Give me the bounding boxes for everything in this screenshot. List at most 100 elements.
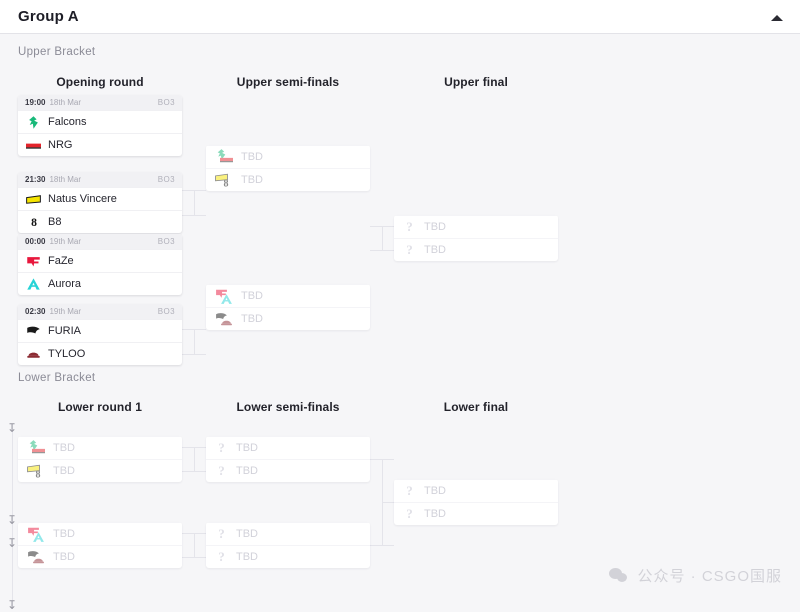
aurora-logo [31,530,45,544]
team-row[interactable]: ? TBD [206,522,370,545]
match-card[interactable]: ? TBD ? TBD [206,436,370,482]
match-card[interactable]: TBD 8 TBD [206,145,370,191]
navi-logo [26,192,41,207]
round-label-upper-semifinals: Upper semi-finals [236,75,340,89]
falcons-nrg-stack [214,148,236,167]
faze-logo [214,287,228,301]
team-row[interactable]: TBD [18,545,182,568]
team-row[interactable]: TBD [206,307,370,330]
match-date: 18th Mar [49,98,82,107]
team-row[interactable]: Aurora [18,272,182,295]
tyloo-logo [219,315,233,329]
connector [182,215,206,216]
team-row[interactable]: Natus Vincere [18,187,182,210]
team-name: TBD [424,508,446,520]
match-card[interactable]: 02:30 19th Mar BO3 FURIA TYLOO [18,304,182,365]
team-row[interactable]: 8 B8 [18,210,182,233]
match-card[interactable]: 21:30 18th Mar BO3 Natus Vincere 8 B8 [18,172,182,233]
team-row[interactable]: FURIA [18,319,182,342]
team-row[interactable]: ? TBD [394,215,558,238]
match-card[interactable]: TBD TBD [206,284,370,330]
match-date: 19th Mar [49,237,82,246]
group-header: Group A [0,0,800,34]
team-row[interactable]: TYLOO [18,342,182,365]
team-name: TBD [53,465,75,477]
furia-logo [214,310,228,324]
falcons-nrg-stack [26,439,48,458]
team-name: TBD [424,485,446,497]
nrg-logo [219,153,233,167]
team-row[interactable]: ? TBD [394,502,558,525]
nrg-logo [31,444,45,458]
match-card[interactable]: 19:00 18th Mar BO3 Falcons NRG [18,95,182,156]
team-name: TYLOO [48,348,86,360]
connector [370,250,394,251]
team-name: TBD [236,551,258,563]
collapse-group-button[interactable] [768,9,786,27]
match-card[interactable]: ? TBD ? TBD [394,479,558,525]
match-time: 21:30 [25,175,46,184]
connector [12,424,13,609]
team-row[interactable]: 8 TBD [18,459,182,482]
connector [382,502,394,503]
round-label-lower-final: Lower final [443,400,509,414]
match-card[interactable]: ? TBD ? TBD [206,522,370,568]
drop-arrow-icon: ↧ [7,421,18,435]
b8-logo: 8 [26,215,41,230]
navi-b8-stack: 8 [214,171,236,190]
furia-logo [26,324,41,339]
team-row[interactable]: TBD [18,522,182,545]
question-mark-icon: ? [218,549,225,564]
watermark: 公众号 · CSGO国服 [609,565,782,586]
team-name: TBD [53,528,75,540]
team-row[interactable]: ? TBD [394,479,558,502]
question-mark-icon: ? [218,526,225,541]
team-row[interactable]: TBD [206,145,370,168]
team-name: TBD [241,290,263,302]
match-card[interactable]: TBD TBD [18,522,182,568]
match-format: BO3 [157,307,175,316]
round-label-opening: Opening round [56,75,144,89]
faze-aurora-stack [26,525,48,544]
round-label-lower-semifinals: Lower semi-finals [236,400,340,414]
team-name: TBD [236,465,258,477]
team-name: TBD [236,528,258,540]
faze-aurora-stack [214,287,236,306]
svg-text:8: 8 [31,216,37,229]
navi-logo [26,462,40,476]
team-row[interactable]: ? TBD [206,436,370,459]
round-label-lower-round1: Lower round 1 [58,400,142,414]
team-row[interactable]: Falcons [18,110,182,133]
team-row[interactable]: TBD [18,436,182,459]
team-row[interactable]: 8 TBD [206,168,370,191]
match-meta: 00:00 19th Mar BO3 [18,234,182,249]
team-row[interactable]: NRG [18,133,182,156]
match-meta: 19:00 18th Mar BO3 [18,95,182,110]
furia-tyloo-stack [214,310,236,329]
drop-arrow-icon: ↧ [7,536,18,550]
team-row[interactable]: ? TBD [206,459,370,482]
match-card[interactable]: TBD 8 TBD [18,436,182,482]
match-time: 19:00 [25,98,46,107]
team-row[interactable]: FaZe [18,249,182,272]
round-label-upper-final: Upper final [444,75,508,89]
falcons-logo [26,439,40,453]
lower-bracket-label: Lower Bracket [18,372,96,384]
match-date: 18th Mar [49,175,82,184]
connector [194,533,195,557]
match-card[interactable]: 00:00 19th Mar BO3 FaZe Aurora [18,234,182,295]
match-format: BO3 [157,98,175,107]
connector [382,226,383,250]
navi-logo [214,171,228,185]
team-row[interactable]: ? TBD [394,238,558,261]
wechat-icon [609,566,629,586]
team-name: TBD [424,244,446,256]
furia-tyloo-stack [26,548,48,567]
team-row[interactable]: ? TBD [206,545,370,568]
team-row[interactable]: TBD [206,284,370,307]
svg-text:8: 8 [224,178,229,189]
match-card[interactable]: ? TBD ? TBD [394,215,558,261]
match-date: 19th Mar [49,307,82,316]
question-mark-icon: ? [218,463,225,478]
furia-logo [26,548,40,562]
